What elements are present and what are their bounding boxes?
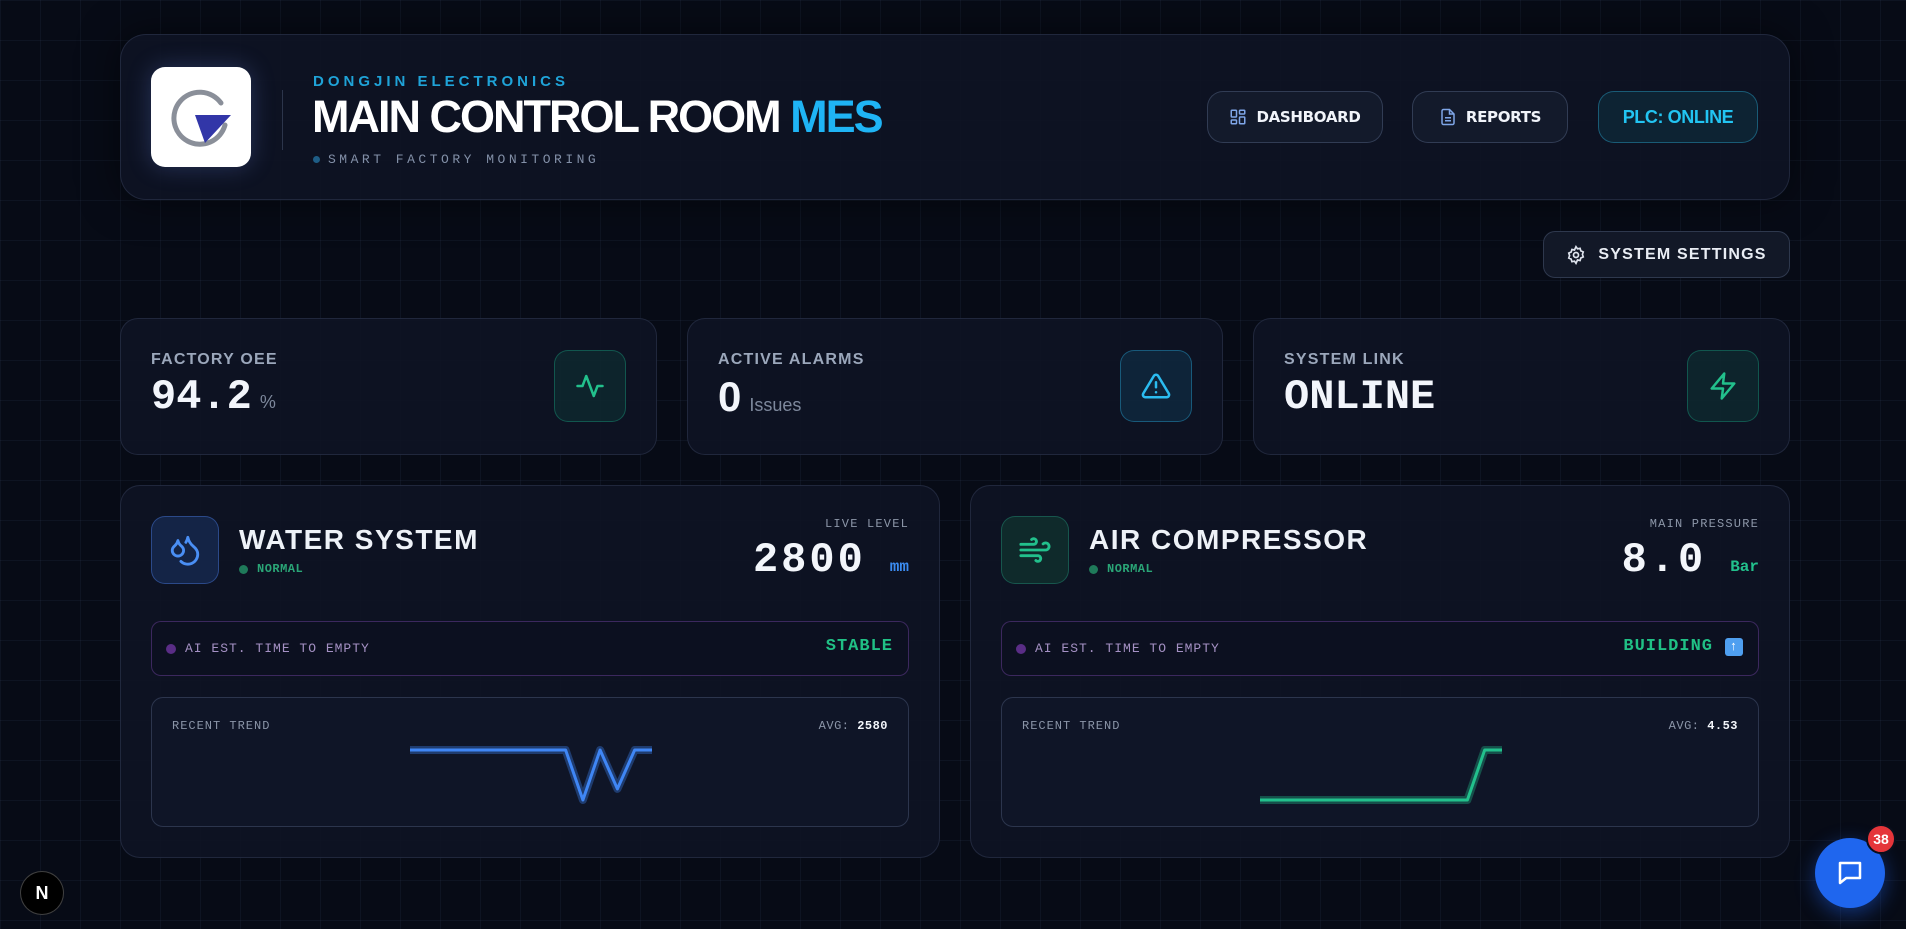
subtitle-dot <box>313 156 320 163</box>
air-metric-label: MAIN PRESSURE <box>1649 517 1759 531</box>
plc-status-label: PLC: ONLINE <box>1622 106 1734 127</box>
page-subtitle: SMART FACTORY MONITORING <box>313 152 599 167</box>
air-trend-avg: AVG: 4.53 <box>1669 719 1738 733</box>
reports-button-label: REPORTS <box>1465 108 1542 126</box>
chat-bubble-icon <box>1838 861 1862 885</box>
water-status-dot <box>239 564 248 574</box>
kpi-alarms-label: ACTIVE ALARMS <box>718 351 865 368</box>
ai-dot <box>1016 643 1026 654</box>
subtitle-text: SMART FACTORY MONITORING <box>328 152 600 167</box>
air-pressure-unit: Bar <box>1730 558 1759 576</box>
chat-notification-count: 38 <box>1873 831 1889 847</box>
air-trend-glow <box>1260 746 1502 804</box>
warning-triangle-icon <box>1120 350 1192 422</box>
kpi-link-value: ONLINE <box>1284 373 1436 421</box>
system-settings-button[interactable]: SYSTEM SETTINGS <box>1543 231 1790 278</box>
lightning-icon <box>1687 350 1759 422</box>
water-metric: 2800 mm <box>753 536 909 584</box>
kpi-alarms-unit: Issues <box>749 395 802 415</box>
kpi-link-label: SYSTEM LINK <box>1284 351 1405 368</box>
air-trend-box: RECENT TREND AVG: 4.53 <box>1001 697 1759 827</box>
kpi-link-value-group: ONLINE <box>1284 373 1435 421</box>
water-level-value: 2800 <box>752 536 866 584</box>
chat-notification-badge: 38 <box>1866 824 1896 854</box>
air-trend-avg-label: AVG: <box>1668 719 1700 733</box>
system-settings-label: SYSTEM SETTINGS <box>1598 245 1767 263</box>
kpi-oee-label: FACTORY OEE <box>151 351 278 368</box>
page-title-main: MAIN CONTROL ROOM <box>312 91 791 142</box>
water-trend-avg-label: AVG: <box>818 719 850 733</box>
air-pressure-value: 8.0 <box>1621 536 1707 584</box>
water-ai-value: STABLE <box>825 637 893 656</box>
gear-icon <box>1568 244 1585 265</box>
ai-dot <box>166 643 176 654</box>
water-trend-avg: AVG: 2580 <box>819 719 888 733</box>
water-trend-avg-value: 2580 <box>857 719 888 733</box>
air-panel-title: AIR COMPRESSOR <box>1089 524 1369 555</box>
page-title: MAIN CONTROL ROOM MES <box>312 91 884 143</box>
air-trend-avg-value: 4.53 <box>1707 719 1738 733</box>
water-status-badge: NORMAL <box>239 562 303 576</box>
air-ai-estimate-bar: AI EST. TIME TO EMPTY BUILDING ↑ <box>1001 621 1759 676</box>
framework-badge[interactable]: N <box>20 871 64 915</box>
water-ai-value-group: STABLE <box>826 637 893 656</box>
dashboard-button-label: DASHBOARD <box>1256 108 1361 126</box>
water-trend-glow <box>410 746 652 804</box>
document-icon <box>1441 108 1455 126</box>
reports-button[interactable]: REPORTS <box>1412 91 1568 143</box>
water-trend-line <box>410 748 652 802</box>
logo-mark-icon <box>171 89 231 147</box>
water-trend-sparkline <box>410 746 652 804</box>
air-metric: 8.0 Bar <box>1622 536 1759 584</box>
header-divider <box>282 90 283 150</box>
company-name: DONGJIN ELECTRONICS <box>313 73 570 90</box>
kpi-alarms-value-group: 0 Issues <box>718 373 801 421</box>
water-panel-title: WATER SYSTEM <box>239 524 479 555</box>
air-status-text: NORMAL <box>1107 562 1154 576</box>
air-trend-line <box>1260 748 1502 802</box>
activity-icon <box>554 350 626 422</box>
air-ai-label-group: AI EST. TIME TO EMPTY <box>1016 641 1220 656</box>
kpi-oee-value: 94.2 <box>151 373 252 421</box>
kpi-oee-value-group: 94.2 % <box>151 373 276 421</box>
air-status-badge: NORMAL <box>1089 562 1153 576</box>
water-trend-label: RECENT TREND <box>172 719 271 733</box>
water-ai-label-group: AI EST. TIME TO EMPTY <box>166 641 370 656</box>
wind-icon <box>1001 516 1069 584</box>
air-status-dot <box>1089 564 1098 574</box>
company-logo <box>151 67 251 167</box>
air-ai-value-group: BUILDING ↑ <box>1623 637 1743 656</box>
water-level-unit: mm <box>889 558 909 576</box>
water-ai-label: AI EST. TIME TO EMPTY <box>185 641 370 656</box>
page-title-accent: MES <box>790 91 884 142</box>
chat-button[interactable] <box>1815 838 1885 908</box>
air-trend-label: RECENT TREND <box>1022 719 1121 733</box>
kpi-card-oee: FACTORY OEE 94.2 % <box>120 318 657 455</box>
kpi-alarms-value: 0 <box>718 373 742 420</box>
kpi-card-system-link: SYSTEM LINK ONLINE <box>1253 318 1790 455</box>
kpi-oee-unit: % <box>259 392 276 412</box>
water-metric-label: LIVE LEVEL <box>824 517 909 531</box>
dashboard-button[interactable]: DASHBOARD <box>1207 91 1383 143</box>
up-arrow-icon: ↑ <box>1725 637 1743 656</box>
air-compressor-panel: AIR COMPRESSOR NORMAL MAIN PRESSURE 8.0 … <box>970 485 1790 858</box>
water-ai-estimate-bar: AI EST. TIME TO EMPTY STABLE <box>151 621 909 676</box>
air-trend-sparkline <box>1260 746 1502 804</box>
water-trend-box: RECENT TREND AVG: 2580 <box>151 697 909 827</box>
water-drops-icon <box>151 516 219 584</box>
framework-badge-letter: N <box>35 882 49 903</box>
water-status-text: NORMAL <box>257 562 304 576</box>
plc-status-button[interactable]: PLC: ONLINE <box>1598 91 1758 143</box>
water-system-panel: WATER SYSTEM NORMAL LIVE LEVEL 2800 mm A… <box>120 485 940 858</box>
dashboard-grid-icon <box>1230 109 1246 125</box>
air-ai-value: BUILDING <box>1623 637 1713 656</box>
kpi-card-alarms: ACTIVE ALARMS 0 Issues <box>687 318 1223 455</box>
header-bar: DONGJIN ELECTRONICS MAIN CONTROL ROOM ME… <box>120 34 1790 200</box>
air-ai-label: AI EST. TIME TO EMPTY <box>1035 641 1220 656</box>
